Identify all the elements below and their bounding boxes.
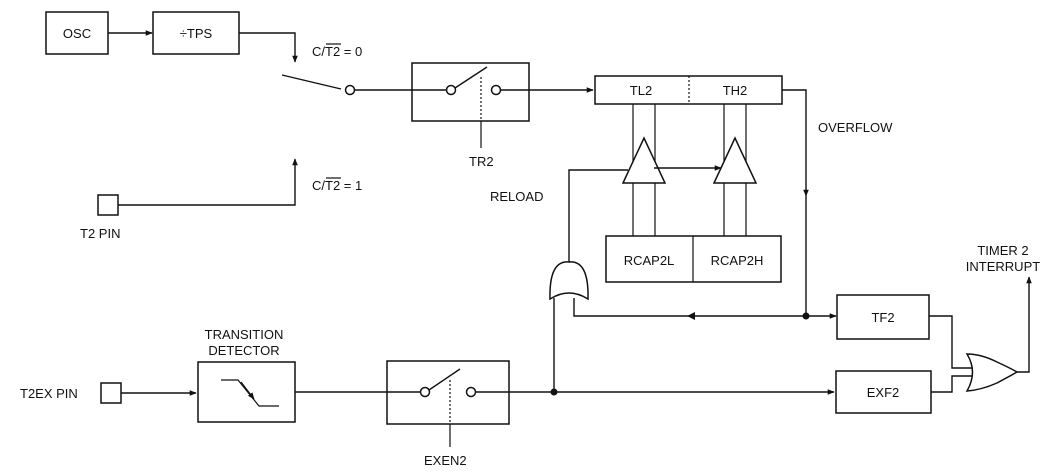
tr2-switch-blade [454,66,488,89]
overflow-wire [782,89,809,197]
ct2-one-label: C/T2 = 1 [312,178,362,193]
t2-pin-wire [118,158,298,206]
transition-detector-block [197,361,296,423]
tl2-label: TL2 [630,83,652,98]
exen2-switch-blade [428,368,461,391]
transition-label-line1: TRANSITION [205,327,284,342]
osc-label: OSC [63,26,91,41]
tps-block [152,11,240,55]
exen2-junction-dot [550,388,558,396]
exf2-label: EXF2 [867,385,900,400]
th2-label: TH2 [723,83,748,98]
exen2-label: EXEN2 [424,453,467,468]
feedback-arrowhead [687,312,695,320]
overflow-label: OVERFLOW [818,120,893,135]
tf2-label: TF2 [871,310,894,325]
reload-label: RELOAD [490,189,543,204]
timer2-interrupt-line1: TIMER 2 [977,243,1028,258]
tps-label: ÷TPS [180,26,213,41]
reload-wire [568,169,628,262]
exen2-contact-right [465,386,477,398]
rcap2h-label: RCAP2H [711,253,764,268]
exf2-to-or-wire [931,375,975,393]
tr2-switch-box [411,62,530,122]
t2ex-pin-square [100,382,122,404]
falling-edge-arrow [240,381,255,400]
th2-reload-buffer [712,136,758,184]
ct2-zero-label: C/T2 = 0 [312,44,362,59]
tf2-feedback-wire [573,298,805,317]
ct2-selector-contact [344,84,356,96]
timer2-interrupt-line2: INTERRUPT [966,259,1040,274]
tr2-label: TR2 [469,154,494,169]
t2ex-pin-label: T2EX PIN [20,386,78,401]
tps-output-wire [239,32,298,63]
ct2-selector-switch [281,74,342,90]
tf2-block [836,294,930,340]
interrupt-or-gate [965,353,1019,392]
interrupt-output-wire [1017,276,1032,373]
tr2-contact-left [445,84,457,96]
exen2-contact-left [419,386,431,398]
rcap2l-label: RCAP2L [624,253,675,268]
osc-block [45,11,109,55]
tf2-to-or-wire [929,315,976,369]
t2-pin-label: T2 PIN [80,226,120,241]
reload-or-gate [549,261,589,301]
tl2-reload-buffer [621,136,667,184]
t2-pin-square [97,194,119,216]
tr2-contact-right [490,84,502,96]
transition-label-line2: DETECTOR [208,343,279,358]
